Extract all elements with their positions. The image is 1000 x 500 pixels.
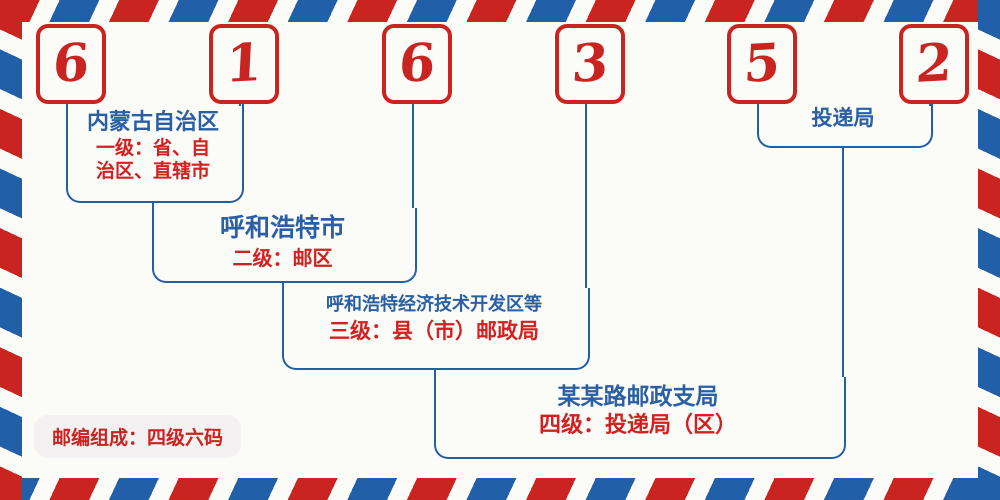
digit-glyph: 5	[742, 32, 782, 95]
level-4-name: 某某路邮政支局	[557, 383, 719, 410]
digit-glyph: 6	[397, 32, 437, 95]
stem-level-2	[282, 281, 284, 290]
bracket-level-3	[282, 288, 590, 370]
summary-badge: 邮编组成：四级六码	[34, 415, 242, 458]
bracket-level-4	[434, 377, 846, 459]
riser-digit-4	[585, 96, 587, 288]
airmail-border-bottom	[0, 478, 1000, 500]
stem-level-1	[152, 201, 154, 210]
bracket-level-2	[152, 208, 417, 283]
delivery-label: 投递局	[811, 105, 875, 130]
digit-glyph: 6	[51, 32, 91, 95]
level-4-level: 四级：投递局（区）	[538, 413, 737, 439]
bracket-level-1	[66, 104, 244, 203]
riser-digit-3	[412, 96, 414, 208]
label-level-2: 呼和浩特市 二级：邮区	[152, 213, 413, 270]
postcode-digit-2[interactable]: 1	[209, 24, 279, 104]
level-2-name: 呼和浩特市	[219, 213, 345, 242]
level-1-level-line1: 一级：省、自	[95, 137, 210, 160]
postcode-digit-5[interactable]: 5	[727, 24, 797, 104]
postcode-digit-1[interactable]: 6	[36, 24, 106, 104]
digit-glyph: 2	[914, 32, 954, 95]
level-1-name: 内蒙古自治区	[86, 109, 219, 135]
airmail-border-right	[978, 0, 1000, 500]
postcode-digit-3[interactable]: 6	[382, 24, 452, 104]
postcode-digit-4[interactable]: 3	[555, 24, 625, 104]
airmail-border-left	[0, 0, 22, 500]
bracket-delivery	[757, 104, 933, 148]
label-delivery: 投递局	[757, 105, 929, 130]
stem-delivery	[842, 146, 844, 377]
postcode-digit-6[interactable]: 2	[899, 24, 969, 104]
level-1-level-line2: 治区、直辖市	[95, 160, 210, 183]
digit-glyph: 1	[224, 32, 264, 95]
digit-glyph: 3	[570, 32, 610, 95]
level-2-level: 二级：邮区	[232, 245, 333, 270]
level-3-name: 呼和浩特经济技术开发区等	[326, 294, 542, 315]
label-level-4: 某某路邮政支局 四级：投递局（区）	[434, 383, 842, 440]
airmail-border-top	[0, 0, 1000, 22]
level-3-level: 三级：县（市）邮政局	[329, 318, 539, 343]
stem-level-3	[434, 368, 436, 377]
label-level-3: 呼和浩特经济技术开发区等 三级：县（市）邮政局	[282, 294, 586, 344]
label-level-1: 内蒙古自治区 一级：省、自 治区、直辖市	[66, 109, 240, 183]
